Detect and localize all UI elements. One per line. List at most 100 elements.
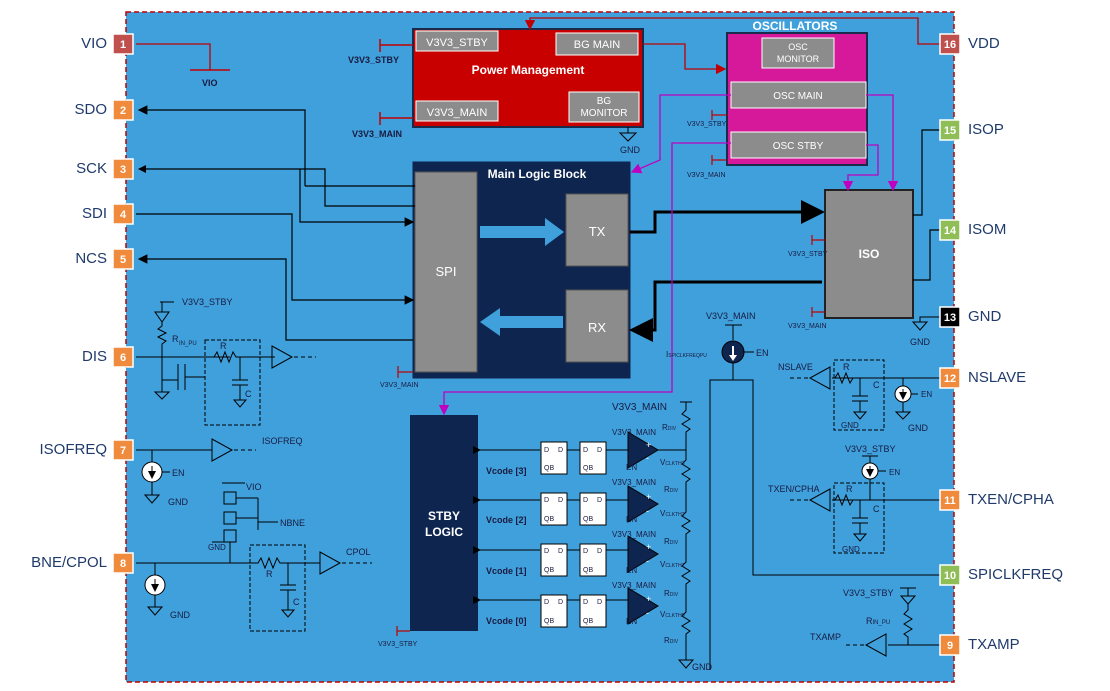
resistor-divider: V3V3_MAIN GND RDIV RDIV RDIV RDIV RDIV V…	[612, 401, 713, 672]
spiclk-en-label: EN	[756, 348, 769, 358]
svg-text:D: D	[544, 599, 549, 606]
iso-block: ISO	[824, 189, 914, 319]
pin-3-label: SCK	[76, 160, 107, 177]
nslave-r-label: R	[843, 362, 850, 372]
stby-logic-block: STBY LOGIC	[410, 415, 478, 631]
pin-4-label: SDI	[81, 205, 107, 222]
svg-text:D: D	[583, 497, 588, 504]
svg-text:D: D	[544, 447, 549, 454]
txen-v3v3-stby: V3V3_STBY	[845, 444, 896, 454]
svg-text:D: D	[558, 548, 563, 555]
dis-v3v3-stby-label: V3V3_STBY	[182, 297, 233, 307]
divider-gnd-label: GND	[692, 662, 713, 672]
dis-r-label: R	[220, 341, 227, 351]
svg-text:D: D	[583, 599, 588, 606]
svg-text:+: +	[646, 542, 651, 552]
pin-16-label: VDD	[968, 35, 1000, 52]
pin-11-label: TXEN/CPHA	[968, 491, 1054, 508]
svg-text:RDIV: RDIV	[664, 537, 679, 546]
nslave-gnd-label: GND	[841, 421, 859, 430]
osc-monitor-label-1: OSC	[788, 42, 808, 52]
rx-label: RX	[588, 320, 606, 335]
pin-8-box	[112, 552, 134, 574]
pin-13-box	[939, 306, 961, 328]
pin-5-box	[112, 248, 134, 270]
svg-text:D: D	[544, 497, 549, 504]
svg-text:RDIV: RDIV	[664, 589, 679, 598]
pm-v3v3-main-label: V3V3_MAIN	[427, 107, 488, 119]
bne-c-label: C	[293, 597, 300, 607]
nslave-int-label: NSLAVE	[778, 362, 813, 372]
txamp-int-label: TXAMP	[810, 632, 841, 642]
pin-15-label: ISOP	[968, 121, 1004, 138]
pm-main-ext-label: V3V3_MAIN	[352, 129, 402, 139]
iso-main-ext-label: V3V3_MAIN	[788, 323, 827, 330]
pm-stby-ext-label: V3V3_STBY	[348, 55, 399, 65]
main-logic-block: Main Logic Block SPI TX RX	[412, 161, 631, 379]
pin-12-box	[939, 367, 961, 389]
pin-13-label: GND	[968, 308, 1002, 325]
stby-logic-label-2: LOGIC	[425, 525, 463, 539]
txen-r-label: R	[846, 484, 853, 494]
pin-7-label: ISOFREQ	[39, 441, 107, 458]
svg-text:EN: EN	[626, 515, 637, 524]
pm-v3v3-stby-label: V3V3_STBY	[426, 37, 488, 49]
pin-12-label: NSLAVE	[968, 369, 1027, 386]
svg-text:+: +	[646, 440, 651, 450]
cpol-label: CPOL	[346, 547, 371, 557]
pin-1-label: VIO	[81, 35, 107, 52]
svg-text:EN: EN	[626, 566, 637, 575]
svg-text:RDIV: RDIV	[664, 636, 679, 645]
divider-v3v3-main: V3V3_MAIN	[612, 402, 667, 413]
pin-7-box	[112, 439, 134, 461]
svg-text:VCLKTH2: VCLKTH2	[660, 509, 685, 518]
pin-1-number: 1	[120, 39, 126, 51]
txamp-v3v3-stby: V3V3_STBY	[843, 588, 894, 598]
pin-9-number: 9	[947, 640, 953, 652]
svg-text:RDIV: RDIV	[664, 485, 679, 494]
isofreq-int-label: ISOFREQ	[262, 436, 303, 446]
pin-5-number: 5	[120, 254, 126, 266]
svg-text:QB: QB	[544, 465, 554, 472]
svg-text:QB: QB	[583, 618, 593, 625]
svg-text:D: D	[544, 548, 549, 555]
vio-int-label: VIO	[202, 78, 218, 88]
pin-1-box	[112, 33, 134, 55]
pin-8-number: 8	[120, 558, 126, 570]
isofreq-input-circuit: ISOFREQ EN GND	[136, 436, 303, 507]
bg-main-label: BG MAIN	[574, 39, 621, 51]
bne-vio-label: VIO	[246, 482, 262, 492]
svg-text:V3V3_MAIN: V3V3_MAIN	[612, 581, 656, 590]
iso-label: ISO	[859, 247, 880, 261]
vcode-3-label: Vcode [3]	[486, 466, 527, 476]
vcode-0-label: Vcode [0]	[486, 616, 527, 626]
tx-label: TX	[589, 224, 606, 239]
oscillators-title: OSCILLATORS	[753, 19, 838, 33]
oscillators-block: OSC MONITOR OSC MAIN OSC STBY	[726, 32, 868, 166]
gnd-pin-int-label: GND	[910, 337, 931, 347]
pin-10-label: SPICLKFREQ	[968, 566, 1064, 583]
dis-c-label: C	[245, 389, 252, 399]
stby-logic-stby-ext: V3V3_STBY	[378, 641, 418, 648]
channel-1: Vcode [1] + -	[473, 535, 659, 577]
svg-text:V3V3_MAIN: V3V3_MAIN	[612, 530, 656, 539]
pin-4-number: 4	[120, 209, 127, 221]
nslave-gnd2-label: GND	[908, 423, 929, 433]
svg-text:QB: QB	[583, 465, 593, 472]
osc-stby-label: OSC STBY	[773, 141, 824, 152]
txen-gnd-label: GND	[842, 545, 860, 554]
pin-9-box	[939, 634, 961, 656]
pin-6-label: DIS	[81, 348, 107, 365]
power-management-title: Power Management	[472, 63, 585, 77]
pin-6-number: 6	[120, 352, 126, 364]
txen-en-label: EN	[889, 468, 900, 477]
txen-cpha-int-label: TXEN/CPHA	[768, 484, 820, 494]
bne-gnd-label: GND	[170, 610, 191, 620]
pin-11-box	[939, 489, 961, 511]
pin-8-label: BNE/CPOL	[31, 554, 107, 571]
pin-6-box	[112, 346, 134, 368]
nslave-c-label: C	[873, 380, 880, 390]
